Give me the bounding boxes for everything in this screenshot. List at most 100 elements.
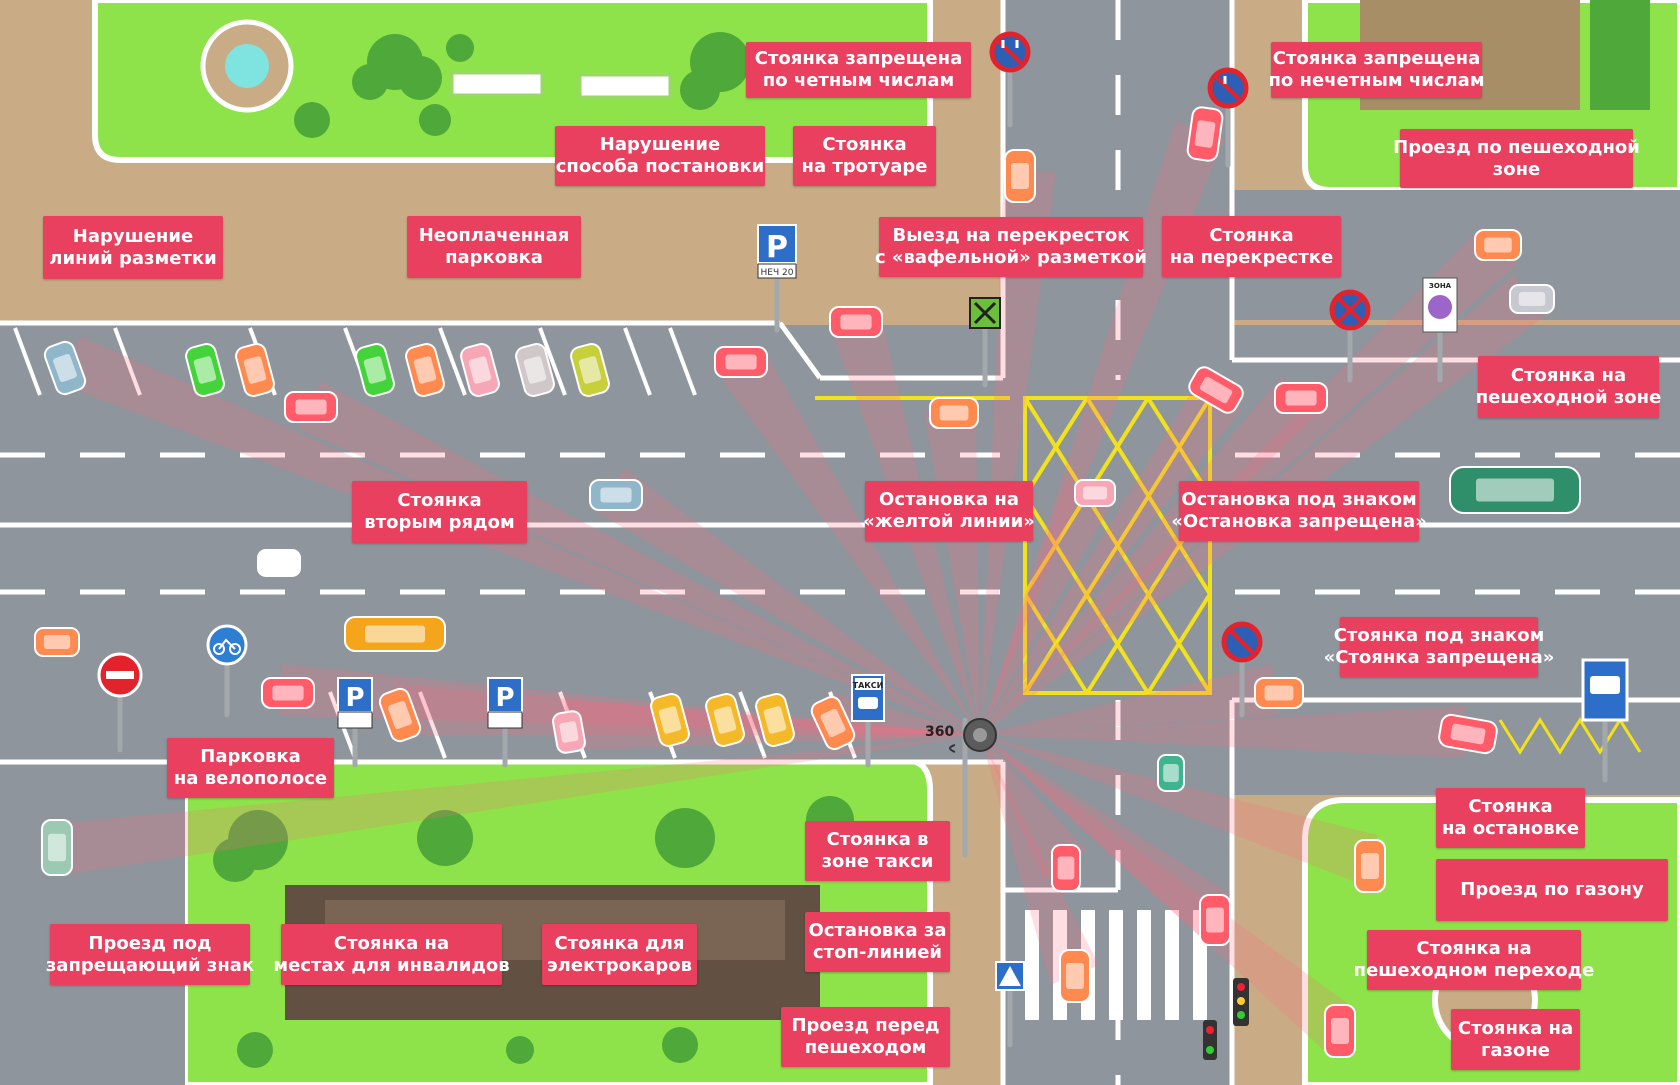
car	[1354, 839, 1386, 893]
traffic-light-2	[1203, 1020, 1217, 1060]
car	[810, 695, 856, 751]
svg-text:ЗОНА: ЗОНА	[1429, 282, 1452, 290]
car	[1051, 844, 1081, 892]
label-line: Проезд под	[88, 932, 212, 954]
camera-ray	[595, 468, 980, 735]
car	[929, 397, 979, 429]
label-line: вторым рядом	[364, 512, 515, 533]
camera-ray	[980, 735, 1357, 1051]
label-line: по четным числам	[762, 70, 955, 91]
no-parking-sign-even	[989, 31, 1031, 73]
label-line: Стоянка на	[1416, 938, 1532, 959]
car	[1438, 713, 1498, 755]
car	[261, 677, 315, 709]
car	[185, 342, 225, 398]
car	[41, 819, 73, 876]
camera-ray	[718, 345, 980, 735]
label-line: Неоплаченная	[418, 225, 570, 246]
label-line: на остановке	[1441, 818, 1580, 839]
camera-ray	[980, 226, 1518, 735]
car	[1254, 677, 1304, 709]
camera-ray	[980, 706, 1466, 758]
car	[34, 627, 80, 657]
label-line: запрещающий знак	[45, 954, 255, 976]
label-line: Стоянка под знаком	[1333, 625, 1545, 646]
label-line: Стоянка на	[333, 932, 450, 954]
car	[829, 306, 883, 338]
camera-ray	[51, 735, 981, 876]
taxi-sign: ТАКСИ	[851, 674, 885, 722]
car	[284, 391, 338, 423]
camera-ray	[980, 735, 1100, 985]
svg-text:P: P	[495, 683, 514, 713]
camera-icon	[949, 718, 997, 753]
pedestrian-zone-sign: ЗОНА	[1422, 277, 1458, 333]
label-line: Остановка на	[879, 489, 1019, 510]
label-line: Остановка под знаком	[1181, 489, 1417, 510]
label-line: стоп-линией	[812, 942, 943, 963]
svg-text:НЕЧ 20: НЕЧ 20	[761, 268, 794, 278]
car	[1324, 1004, 1356, 1058]
label-line: на велополосе	[173, 768, 328, 789]
camera-ray	[298, 381, 980, 735]
traffic-light-1	[1233, 978, 1249, 1026]
car	[589, 479, 643, 511]
label-line: местах для инвалидов	[273, 954, 510, 976]
camera-ray	[980, 479, 1114, 735]
camera-ray	[980, 377, 1319, 735]
car	[235, 342, 275, 398]
label-line: «желтой линии»	[863, 511, 1035, 532]
label-line: Стоянка запрещена	[754, 48, 963, 69]
camera-360-readout: 360	[925, 724, 955, 740]
car	[378, 687, 422, 743]
car	[344, 616, 446, 652]
label-line: «Стоянка запрещена»	[1323, 647, 1555, 668]
label-line: пешеходной зоне	[1475, 387, 1662, 408]
parking-sign-top: P НЕЧ 20	[757, 224, 797, 279]
label-line: Проезд по пешеходной	[1393, 136, 1640, 158]
car	[1157, 754, 1185, 792]
label-line: Парковка	[200, 746, 301, 767]
camera-ray	[278, 664, 980, 735]
label-line: с «вафельной» разметкой	[874, 247, 1148, 268]
label-line: зоне	[1492, 158, 1541, 180]
car	[1074, 479, 1116, 507]
label-driving-on-lawn: Проезд по газону	[1436, 859, 1668, 921]
label-line: по нечетным числам	[1268, 70, 1485, 91]
car	[1004, 149, 1036, 203]
parking-sign-ev: P	[487, 677, 523, 729]
label-stop-under-no-stopping-sign: Остановка под знаком«Остановка запрещена…	[1171, 481, 1427, 541]
parking-sign-disabled: P	[337, 677, 373, 729]
label-line: Нарушение	[599, 134, 721, 155]
label-line: зоне такси	[821, 851, 934, 872]
label-parking-under-no-parking-sign: Стоянка под знаком«Стоянка запрещена»	[1324, 617, 1554, 677]
camera-ray	[980, 664, 1279, 735]
car	[1199, 894, 1231, 946]
car	[43, 340, 87, 396]
svg-text:P: P	[345, 683, 364, 713]
svg-text:P: P	[766, 230, 788, 265]
label-line: Стоянка для	[554, 932, 685, 954]
car	[460, 342, 500, 398]
car	[257, 549, 301, 577]
car	[1186, 106, 1224, 162]
label-line: на тротуаре	[801, 156, 928, 177]
label-line: газоне	[1480, 1039, 1551, 1061]
label-stop-yellow-line: Остановка на«желтой линии»	[863, 481, 1035, 541]
label-line: пешеходом	[804, 1037, 927, 1058]
camera-ray	[980, 735, 1378, 885]
car	[650, 692, 690, 748]
label-line: Проезд по газону	[1460, 879, 1644, 900]
car	[755, 692, 795, 748]
